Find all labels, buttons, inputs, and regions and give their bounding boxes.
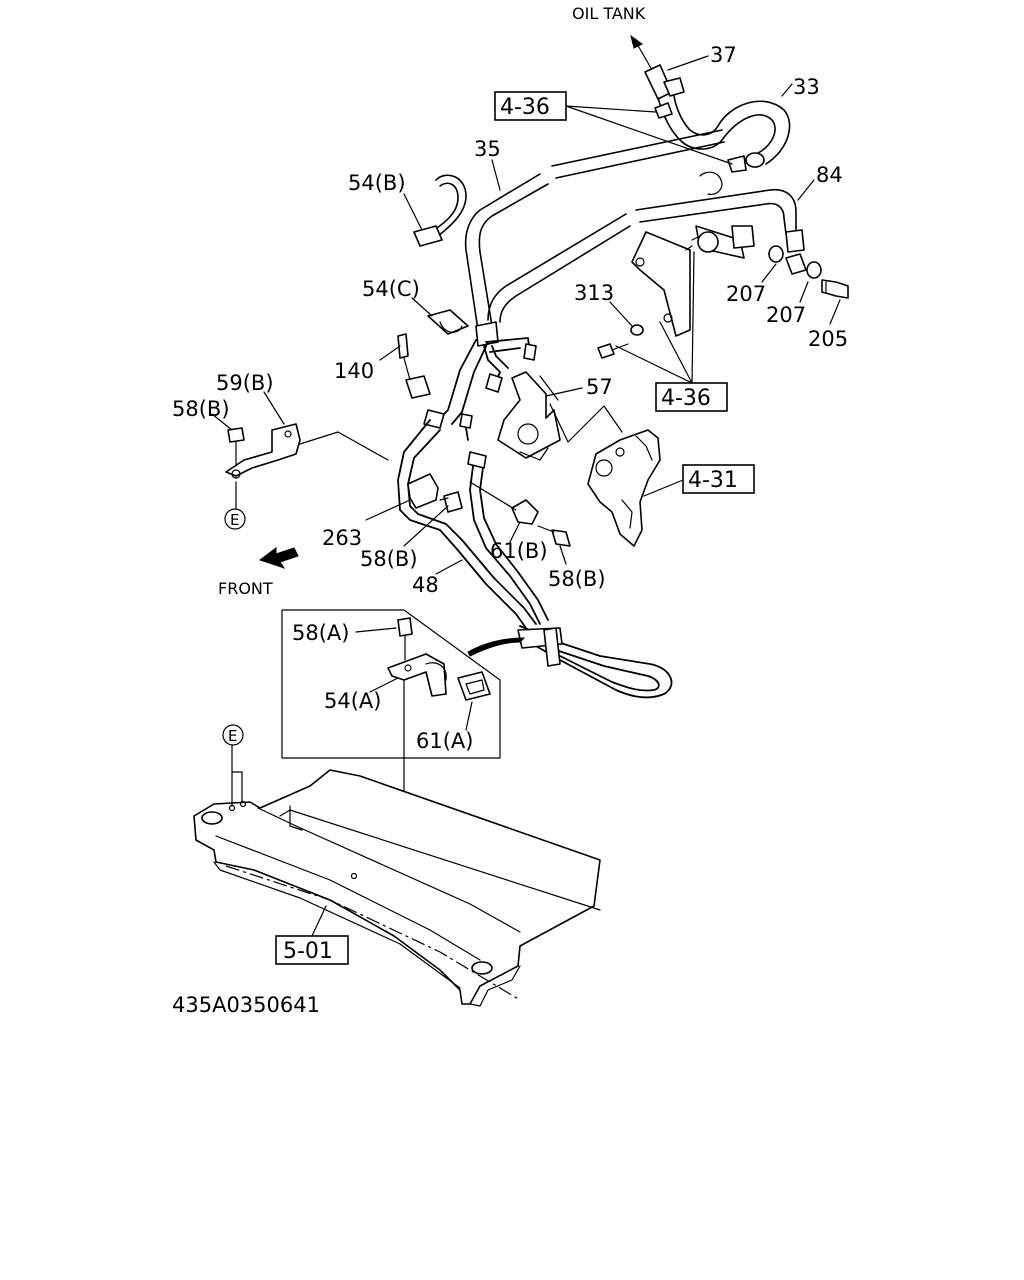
label-54c: 54(C) xyxy=(362,277,420,301)
leader-58b-mid xyxy=(403,505,449,547)
label-e-top: E xyxy=(230,511,239,529)
leader-207a xyxy=(761,263,777,283)
callout-e-top xyxy=(224,508,246,530)
pressure-hose-84 xyxy=(487,171,805,323)
leader-207b xyxy=(799,281,809,303)
label-front: FRONT xyxy=(218,579,273,598)
leader-313 xyxy=(609,301,633,327)
label-263: 263 xyxy=(322,526,362,550)
label-59b: 59(B) xyxy=(216,371,274,395)
figure-number: 435A0350641 xyxy=(172,993,320,1017)
bolt-58b-left xyxy=(227,427,245,467)
bracket-57 xyxy=(497,371,561,461)
bracket-59b xyxy=(225,423,389,479)
label-54a: 54(A) xyxy=(324,689,381,713)
return-hose-35 xyxy=(464,129,725,347)
leader-35 xyxy=(491,159,501,191)
ref-box-4-36-top[interactable]: 4-36 xyxy=(494,91,567,121)
clip-263 xyxy=(407,473,439,509)
leader-84 xyxy=(797,179,815,201)
label-48: 48 xyxy=(412,573,439,597)
label-207b: 207 xyxy=(766,303,806,327)
ref-4-31: 4-31 xyxy=(688,468,738,493)
label-58a: 58(A) xyxy=(292,621,349,645)
front-arrow xyxy=(258,547,299,569)
clamp-61a xyxy=(457,671,491,701)
label-e-bottom: E xyxy=(228,727,237,745)
frame-crossmember xyxy=(193,769,601,1007)
leader-57 xyxy=(545,387,583,397)
leader-37 xyxy=(667,55,709,71)
leader-54a xyxy=(369,677,399,693)
leader-54c xyxy=(411,297,433,317)
leader-205 xyxy=(829,299,841,325)
label-61b: 61(B) xyxy=(490,539,548,563)
ref-5-01: 5-01 xyxy=(283,939,333,964)
pipe-assembly xyxy=(397,337,673,699)
oil-tank-arrow xyxy=(630,34,653,71)
ref-4-36-mid: 4-36 xyxy=(661,386,711,411)
callout-e-bottom xyxy=(222,724,244,746)
steering-gear xyxy=(587,429,661,547)
label-35: 35 xyxy=(474,137,501,161)
leader-33 xyxy=(781,83,793,97)
leader-57-gear xyxy=(549,403,623,443)
label-313: 313 xyxy=(574,281,614,305)
label-58b-right: 58(B) xyxy=(548,567,606,591)
bolt-205 xyxy=(821,279,849,299)
leader-58b-right xyxy=(559,545,567,565)
bolt-58b-right xyxy=(537,525,571,547)
label-57: 57 xyxy=(586,375,613,399)
leader-61b xyxy=(509,521,521,543)
fitting-207-b xyxy=(785,253,822,279)
detail-box xyxy=(281,609,526,759)
washer-207-a xyxy=(768,245,784,263)
label-140: 140 xyxy=(334,359,374,383)
bracket-54a xyxy=(387,653,447,697)
leader-436-b xyxy=(565,105,733,165)
ref-box-5-01[interactable]: 5-01 xyxy=(275,935,349,965)
ref-box-4-36-mid[interactable]: 4-36 xyxy=(655,382,728,412)
leader-501 xyxy=(311,905,327,937)
label-37: 37 xyxy=(710,43,737,67)
leader-48 xyxy=(435,559,463,575)
ref-4-36-top: 4-36 xyxy=(500,95,550,120)
label-58b-mid: 58(B) xyxy=(360,547,418,571)
label-61a: 61(A) xyxy=(416,729,473,753)
ref-box-4-31[interactable]: 4-31 xyxy=(682,464,755,494)
label-207a: 207 xyxy=(726,282,766,306)
clamp-54c xyxy=(427,309,469,335)
frame-holes xyxy=(228,800,358,880)
suction-hose-33 xyxy=(644,64,791,173)
label-33: 33 xyxy=(793,75,820,99)
clamp-61b xyxy=(469,481,539,525)
leader-59b xyxy=(263,391,285,425)
leader-58b-left xyxy=(211,413,233,431)
bolt-58a xyxy=(397,617,413,661)
leader-431 xyxy=(643,479,684,497)
leader-263 xyxy=(365,499,411,521)
label-58b-left: 58(B) xyxy=(172,397,230,421)
frame-centerline xyxy=(225,865,521,1001)
pump-bracket xyxy=(631,225,755,337)
bolt-313 xyxy=(597,324,644,359)
label-205: 205 xyxy=(808,327,848,351)
leader-54b xyxy=(403,193,423,231)
leader-61a xyxy=(465,701,473,731)
pressure-switch-140 xyxy=(397,333,431,399)
label-oil-tank: OIL TANK xyxy=(572,4,646,23)
leader-436-e xyxy=(691,251,695,384)
leader-436-d xyxy=(659,321,693,384)
leader-436-a xyxy=(565,105,657,113)
bolt-58b-mid xyxy=(439,491,463,513)
leader-e-bottom xyxy=(231,771,243,807)
label-84: 84 xyxy=(816,163,843,187)
leader-58a xyxy=(355,627,397,633)
clip-54b xyxy=(413,174,467,247)
leader-436-c xyxy=(615,345,693,384)
label-54b: 54(B) xyxy=(348,171,406,195)
leader-140 xyxy=(379,345,401,361)
